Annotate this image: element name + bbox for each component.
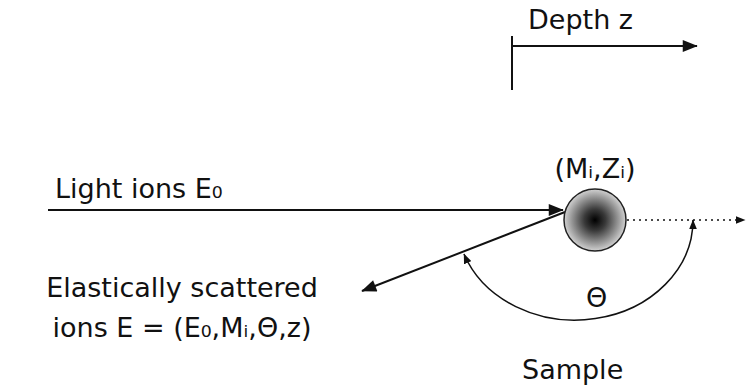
atom-label: (Mᵢ,Zᵢ)	[554, 153, 635, 184]
label-slot: Depth z	[528, 4, 633, 35]
beam-label: Light ions E₀	[55, 173, 223, 204]
label-slot: Elastically scattered ions E = (E₀,Mᵢ,Θ,…	[27, 268, 337, 348]
text-slot: Sample	[518, 354, 627, 385]
target-atom-node: (Mᵢ,Zᵢ)	[563, 188, 627, 252]
axis-label: Depth z	[528, 4, 633, 35]
beam-label: Elastically scattered ions E = (E₀,Mᵢ,Θ,…	[27, 268, 337, 348]
label-slot: Θ	[586, 282, 607, 313]
atom-outline	[563, 188, 627, 252]
sample-top-face	[480, 68, 724, 100]
depth-origin-tick	[511, 36, 513, 90]
label-slot: Light ions E₀	[55, 173, 223, 204]
beam-axis-dotted	[627, 219, 745, 221]
sample-slab: Sample (Mᵢ,Zᵢ)	[478, 64, 728, 388]
scattered-beam-arrow	[362, 212, 565, 291]
target-atom	[564, 189, 626, 251]
text-slot: (Mᵢ,Zᵢ)	[554, 153, 635, 184]
sample-side-face	[480, 68, 512, 352]
depth-arrow	[512, 45, 697, 47]
incident-beam-arrow	[48, 209, 563, 211]
angle-label: Θ	[586, 282, 607, 313]
sample-front-face	[512, 92, 724, 355]
sample-label: Sample	[518, 354, 627, 385]
